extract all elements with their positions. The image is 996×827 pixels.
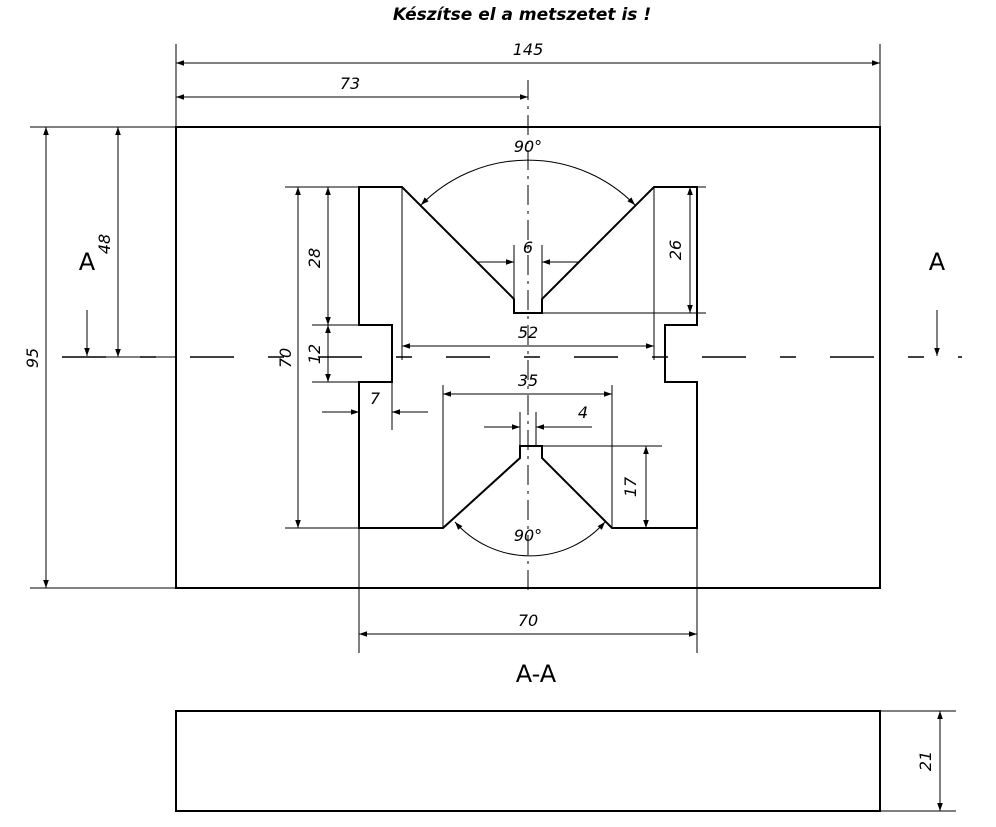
angle-arc-upper — [420, 159, 636, 206]
dim-text-70-horizontal: 70 — [518, 611, 538, 630]
dimension-lines — [43, 60, 943, 811]
drawing-title: Készítse el a metszetet is ! — [393, 5, 651, 25]
dim-text-21: 21 — [916, 751, 935, 771]
section-view-outline — [175, 710, 881, 812]
dim-text-48: 48 — [95, 234, 114, 254]
dim-text-4: 4 — [578, 403, 588, 422]
dimension-texts: 145 73 95 48 70 28 12 26 17 21 7 6 52 35… — [23, 40, 935, 771]
dim-text-12: 12 — [305, 344, 324, 364]
dim-text-73: 73 — [340, 74, 360, 93]
dim-text-70-vertical: 70 — [276, 348, 295, 368]
dim-text-145: 145 — [513, 40, 544, 59]
dim-text-7: 7 — [370, 389, 381, 408]
dim-text-52: 52 — [518, 323, 538, 342]
dim-text-17: 17 — [621, 476, 640, 497]
extension-lines — [30, 44, 956, 812]
dim-text-6: 6 — [523, 238, 533, 257]
dim-text-26: 26 — [666, 240, 685, 260]
section-label-left: A — [79, 248, 96, 276]
section-indicators: A A A-A — [79, 248, 946, 688]
section-view — [175, 710, 881, 812]
section-label-right: A — [929, 248, 946, 276]
dim-text-95: 95 — [23, 348, 42, 368]
dim-text-28: 28 — [305, 248, 324, 268]
angle-arc-lower — [454, 521, 606, 557]
dim-text-angle-lower: 90° — [514, 526, 542, 545]
dim-text-35: 35 — [518, 371, 538, 390]
dim-text-angle-upper: 90° — [514, 137, 542, 156]
main-view — [62, 80, 962, 590]
section-view-label: A-A — [516, 660, 557, 688]
